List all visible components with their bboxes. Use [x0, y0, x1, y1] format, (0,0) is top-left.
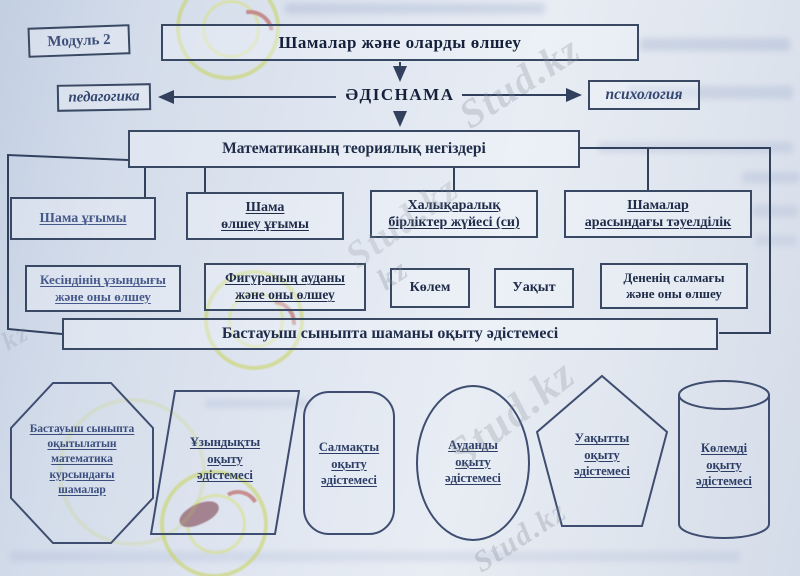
bleedthrough-text-streak	[205, 399, 310, 408]
bleedthrough-text-streak	[752, 205, 798, 217]
module-label-box: Модуль 2	[27, 24, 131, 58]
shape-octagon-quantities: Бастауыш сыныпта оқытылатын математика к…	[10, 382, 154, 544]
bleedthrough-text-streak	[755, 235, 797, 246]
measure-box-segment-length: Кесіндінің ұзындығы және оны өлшеу	[25, 265, 181, 312]
primary-methodology-bar: Бастауыш сыныпта шаманы оқыту әдістемесі	[62, 318, 718, 350]
hub-methodology-label: ӘДІСНАМА	[345, 85, 455, 104]
shape-label: Ауданды оқыту әдістемесі	[445, 438, 501, 485]
parallelogram-outline-icon	[150, 390, 300, 535]
measure-box-figure-area: Фигураның ауданы және оны өлшеу	[204, 263, 366, 311]
shape-cylinder-volume: Көлемді оқыту әдістемесі	[676, 378, 772, 540]
bleedthrough-text-streak	[10, 551, 740, 562]
bleedthrough-text-streak	[628, 86, 793, 99]
bleedthrough-text-streak	[285, 3, 545, 14]
shape-label: Көлемді оқыту әдістемесі	[696, 441, 752, 488]
measure-box-volume: Көлем	[390, 268, 470, 308]
shape-label: Бастауыш сыныпта оқытылатын математика к…	[29, 423, 135, 496]
measure-box-time: Уақыт	[494, 268, 574, 308]
cylinder-outline-icon	[678, 380, 770, 539]
diagram-title-box: Шамалар және оларды өлшеу	[161, 24, 639, 61]
bleedthrough-text-streak	[640, 38, 790, 51]
concept-box-dependence: Шамалар арасындағы тәуелділік	[564, 190, 752, 238]
shape-pentagon-time: Уақытты оқыту әдістемесі	[535, 374, 669, 530]
measure-box-body-weight: Дененің салмағы және оны өлшеу	[600, 263, 748, 309]
pentagon-outline-icon	[535, 374, 669, 527]
concept-box-quantity-notion: Шама ұғымы	[10, 197, 156, 240]
shape-ellipse-area: Ауданды оқыту әдістемесі	[416, 385, 530, 541]
concept-box-measuring-notion: Шама өлшеу ұғымы	[186, 192, 344, 240]
concept-box-si-units: Халықаралық бірліктер жүйесі (си)	[370, 190, 538, 238]
shape-rounded-rect-weight: Салмақты оқыту әдістемесі	[303, 391, 395, 535]
shape-label: Ұзындықты оқыту әдістемесі	[189, 435, 261, 482]
theory-foundations-box: Математиканың теориялық негіздері	[128, 130, 580, 168]
shape-parallelogram-length: Ұзындықты оқыту әдістемесі	[150, 390, 300, 535]
branch-pedagogy-box: педагогика	[56, 83, 152, 112]
branch-psychology-box: психология	[588, 80, 700, 110]
shape-label: Салмақты оқыту әдістемесі	[318, 440, 380, 487]
shape-label: Уақытты оқыту әдістемесі	[574, 431, 630, 478]
octagon-outline-icon	[10, 382, 154, 544]
